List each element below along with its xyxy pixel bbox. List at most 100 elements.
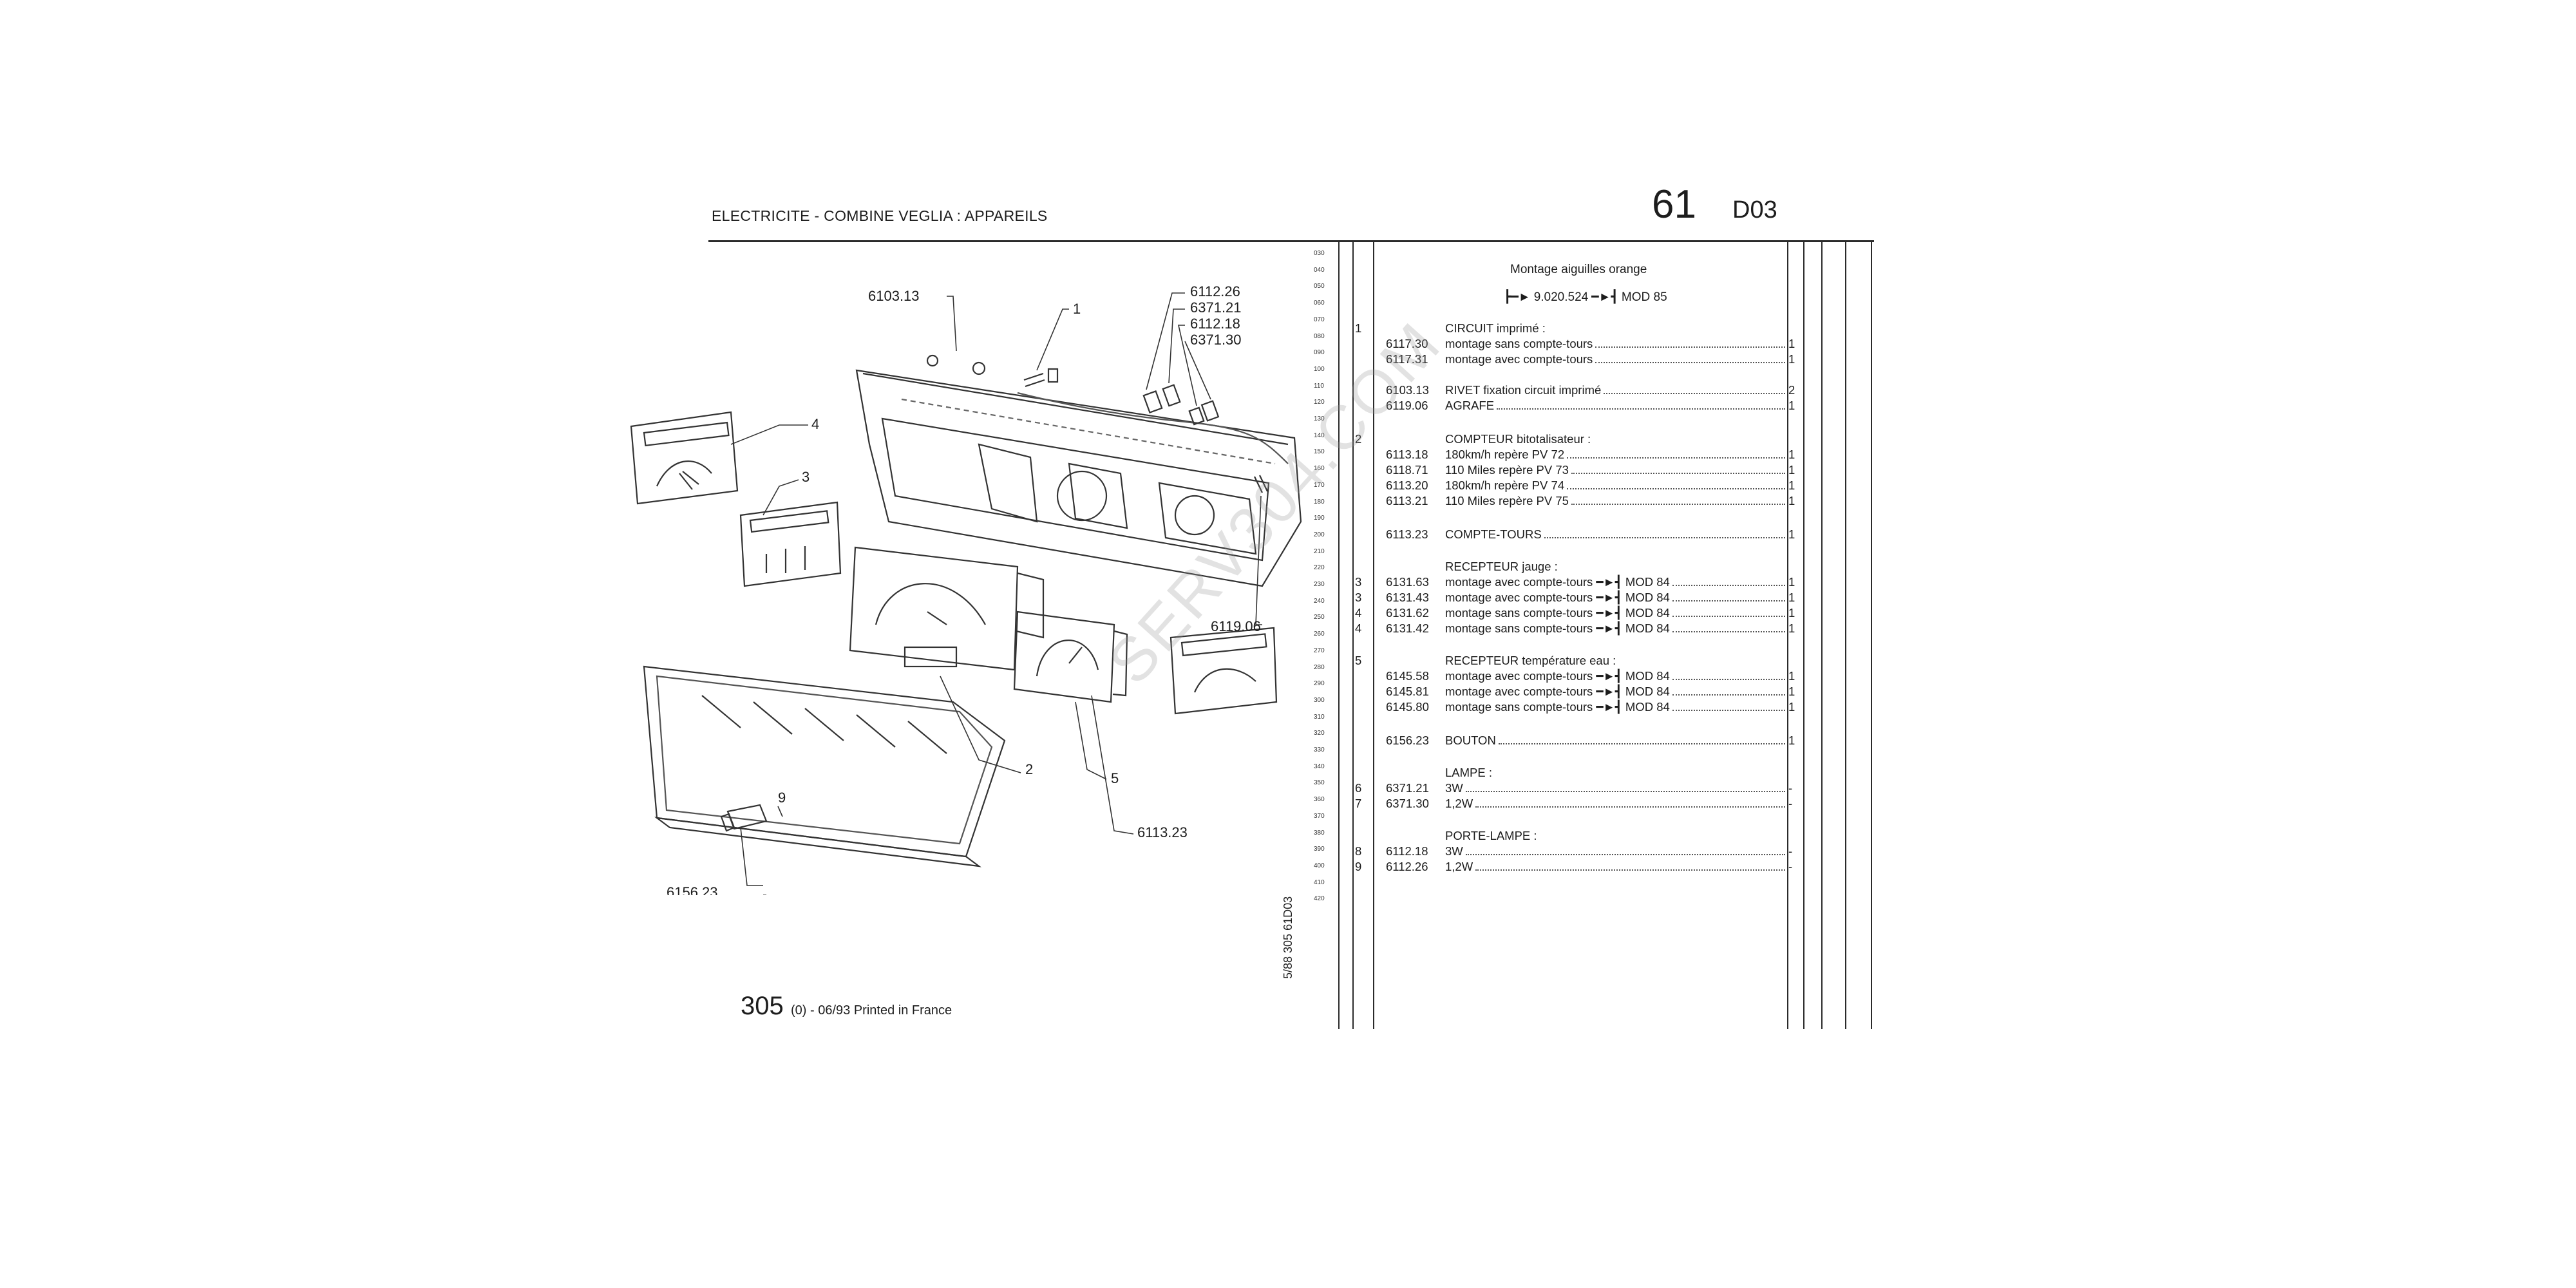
part-description: BOUTON bbox=[1445, 733, 1785, 748]
description-text: montage avec compte-tours bbox=[1445, 669, 1593, 683]
description-text: RIVET fixation circuit imprimé bbox=[1445, 383, 1602, 397]
callout-5: 5 bbox=[1111, 770, 1119, 786]
row-number: 040 bbox=[1314, 266, 1325, 274]
part-description: RECEPTEUR température eau : bbox=[1445, 653, 1616, 668]
part-description: 110 Miles repère PV 75 bbox=[1445, 493, 1785, 508]
description-text: montage avec compte-tours bbox=[1445, 575, 1593, 589]
description-text: 110 Miles repère PV 73 bbox=[1445, 463, 1569, 477]
part-number: 6117.30 bbox=[1386, 337, 1428, 350]
item-ref: 8 bbox=[1355, 844, 1362, 858]
row-number: 310 bbox=[1314, 713, 1325, 721]
quantity: - bbox=[1788, 797, 1793, 810]
exploded-parts-diagram: 6103.13 1 6112.26 6371.21 6112.18 6371.3… bbox=[630, 283, 1302, 895]
row-number: 300 bbox=[1314, 696, 1325, 704]
leader-dots bbox=[1672, 671, 1785, 680]
part-description: montage avec compte-tours━►┫MOD 84 bbox=[1445, 684, 1785, 699]
table-row: 2 COMPTEUR bitotalisateur : bbox=[1341, 431, 1850, 446]
mod-label: MOD 84 bbox=[1625, 591, 1670, 604]
quantity: 1 bbox=[1788, 591, 1795, 604]
footer-model: 305 bbox=[741, 992, 784, 1020]
quantity: 1 bbox=[1788, 575, 1795, 589]
row-number: 070 bbox=[1314, 316, 1325, 323]
description-text: LAMPE : bbox=[1445, 766, 1492, 779]
row-number: 030 bbox=[1314, 250, 1325, 257]
page-code: D03 bbox=[1732, 196, 1777, 223]
part-number: 6131.42 bbox=[1386, 621, 1429, 635]
part-description: montage sans compte-tours bbox=[1445, 336, 1786, 351]
quantity: 1 bbox=[1788, 337, 1795, 350]
row-number: 120 bbox=[1314, 399, 1325, 406]
row-number: 320 bbox=[1314, 730, 1325, 737]
part-number: 6113.20 bbox=[1386, 478, 1428, 492]
row-number: 420 bbox=[1314, 895, 1325, 903]
quantity: 1 bbox=[1788, 399, 1795, 412]
part-description: 110 Miles repère PV 73 bbox=[1445, 462, 1785, 477]
item-ref: 7 bbox=[1355, 797, 1362, 810]
quantity: 1 bbox=[1788, 527, 1795, 541]
item-ref: 3 bbox=[1355, 591, 1362, 604]
quantity: 1 bbox=[1788, 478, 1795, 492]
leader-dots bbox=[1465, 783, 1785, 792]
row-number: 400 bbox=[1314, 862, 1325, 869]
part-number: 6103.13 bbox=[1386, 383, 1429, 397]
description-text: 1,2W bbox=[1445, 860, 1473, 873]
row-number: 190 bbox=[1314, 515, 1325, 522]
part-number: 6117.31 bbox=[1386, 352, 1428, 366]
part-description: RIVET fixation circuit imprimé bbox=[1445, 383, 1786, 397]
row-number: 370 bbox=[1314, 812, 1325, 820]
callout-2: 2 bbox=[1025, 761, 1033, 777]
part-description: montage sans compte-tours━►┫MOD 84 bbox=[1445, 621, 1785, 636]
leader-dots bbox=[1465, 846, 1785, 855]
row-number: 200 bbox=[1314, 531, 1325, 538]
part-number: 6112.26 bbox=[1386, 860, 1428, 873]
part-number: 6131.63 bbox=[1386, 575, 1429, 589]
leader-dots bbox=[1475, 799, 1786, 808]
item-ref: 2 bbox=[1355, 432, 1362, 446]
table-row: LAMPE : bbox=[1341, 765, 1850, 780]
part-description: montage avec compte-tours━►┫MOD 84 bbox=[1445, 668, 1785, 683]
mod-label: MOD 84 bbox=[1625, 669, 1670, 683]
bolt bbox=[1023, 372, 1045, 388]
part-description: 1,2W bbox=[1445, 859, 1786, 874]
leader-dots bbox=[1672, 702, 1785, 711]
part-description: 180km/h repère PV 74 bbox=[1445, 478, 1786, 493]
mod-arrow-icon: ━►┫ bbox=[1596, 669, 1622, 683]
mod-arrow-icon: ━►┫ bbox=[1596, 621, 1622, 635]
callout-6371-21: 6371.21 bbox=[1190, 299, 1242, 316]
callout-9: 9 bbox=[778, 790, 786, 806]
leader-dots bbox=[1672, 623, 1785, 632]
description-text: COMPTEUR bitotalisateur : bbox=[1445, 432, 1591, 446]
table-border bbox=[1338, 242, 1340, 1029]
quantity: 1 bbox=[1788, 352, 1795, 366]
row-number: 260 bbox=[1314, 630, 1325, 638]
row-number: 290 bbox=[1314, 680, 1325, 688]
part-description: COMPTEUR bitotalisateur : bbox=[1445, 431, 1591, 446]
leader-dots bbox=[1567, 480, 1786, 489]
mod-label: MOD 84 bbox=[1625, 575, 1670, 589]
part-number: 6113.21 bbox=[1386, 494, 1428, 507]
row-number: 340 bbox=[1314, 762, 1325, 770]
part-number: 6131.62 bbox=[1386, 606, 1429, 620]
row-number: 130 bbox=[1314, 415, 1325, 422]
description-text: montage avec compte-tours bbox=[1445, 591, 1593, 604]
part-description: PORTE-LAMPE : bbox=[1445, 828, 1537, 843]
item-ref: 4 bbox=[1355, 621, 1362, 635]
leader-dots bbox=[1498, 735, 1785, 744]
leader-dots bbox=[1595, 339, 1786, 348]
part-description: COMPTE-TOURS bbox=[1445, 527, 1785, 542]
table-border bbox=[1871, 242, 1872, 1029]
leader-dots bbox=[1497, 401, 1786, 410]
callout-1: 1 bbox=[1073, 301, 1081, 317]
quantity: - bbox=[1788, 781, 1793, 795]
callout-6113-23: 6113.23 bbox=[1137, 824, 1188, 840]
row-number: 210 bbox=[1314, 547, 1325, 555]
